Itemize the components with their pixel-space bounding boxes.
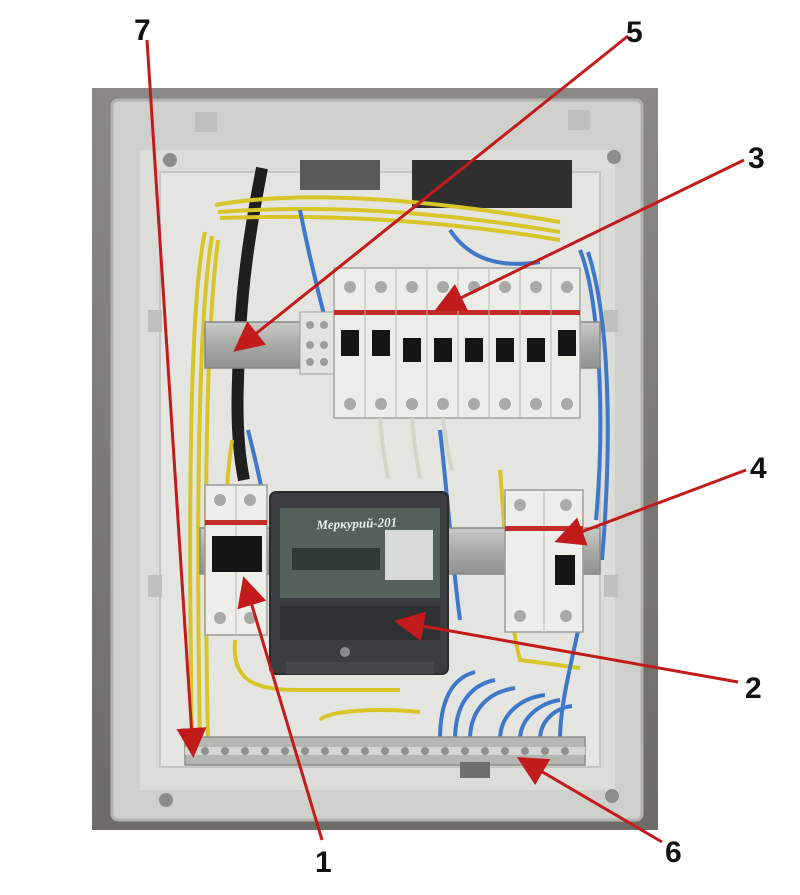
callout-label-6: 6	[665, 836, 682, 869]
callout-arrow-3	[434, 158, 745, 311]
callout-label-3: 3	[748, 142, 765, 175]
bus-bar-screws	[201, 747, 569, 755]
frame-clip	[195, 112, 217, 132]
screw-hole	[163, 153, 177, 167]
screw-hole	[159, 793, 173, 807]
callout-arrow-4	[554, 468, 747, 546]
callout-label-4: 4	[750, 452, 767, 485]
callout-label-2: 2	[745, 672, 762, 705]
frame-clip	[568, 110, 590, 130]
callout-arrow-2	[394, 611, 739, 684]
rcd-breaker	[504, 489, 584, 633]
callout-arrow-7	[145, 39, 207, 758]
screw-hole	[605, 789, 619, 803]
callout-label-7: 7	[134, 14, 151, 47]
frame-clip	[148, 310, 162, 332]
bus-bar-mount	[460, 762, 490, 778]
frame-clip	[604, 310, 618, 332]
frame-clip	[148, 575, 162, 597]
electricity-meter	[269, 491, 449, 675]
callout-arrow-6	[516, 756, 663, 844]
breaker-output-wires	[378, 417, 454, 479]
top-cable-entry	[300, 160, 380, 190]
callout-arrow-1	[237, 576, 324, 841]
meter-model-label: Меркурий-201	[315, 514, 397, 532]
breaker-terminals	[344, 281, 573, 410]
breaker-toggles	[341, 330, 576, 362]
screw-hole	[607, 150, 621, 164]
top-cable-entry	[412, 160, 572, 208]
callout-arrow-5	[233, 34, 629, 352]
callout-label-5: 5	[626, 16, 643, 49]
terminal-block	[299, 311, 335, 375]
yellow-wires	[188, 195, 581, 743]
callout-arrows	[145, 34, 747, 844]
callout-label-1: 1	[315, 846, 332, 879]
frame-clip	[604, 575, 618, 597]
main-breaker	[204, 484, 268, 636]
